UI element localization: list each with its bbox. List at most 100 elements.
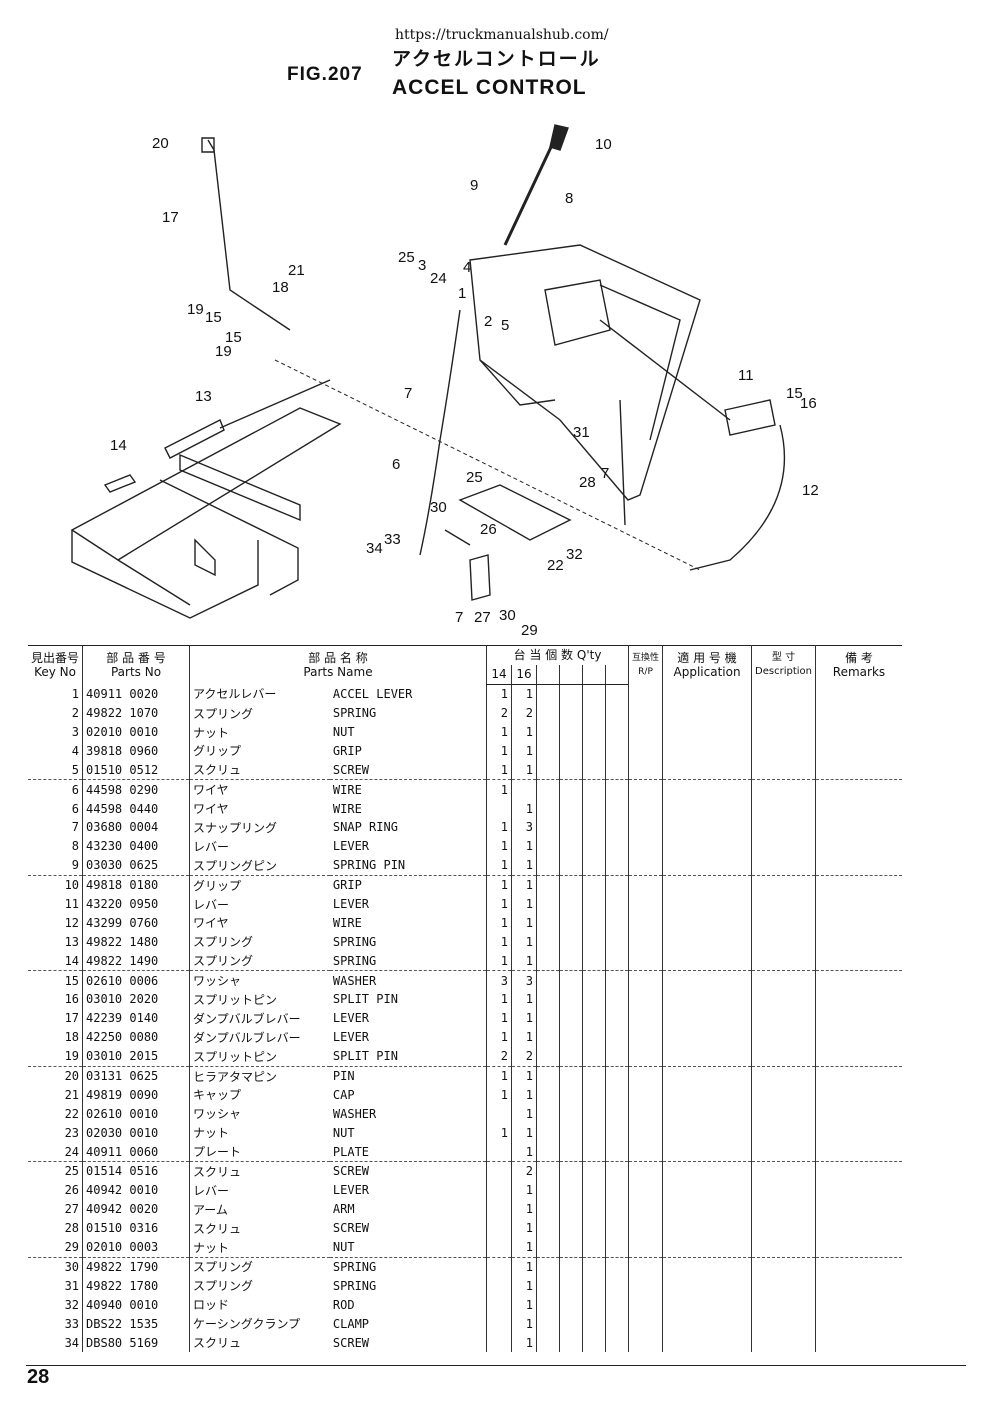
cell-key: 19 (28, 1046, 83, 1067)
cell-empty (605, 1104, 629, 1124)
cell-q14 (486, 1276, 512, 1296)
col-qty: 台 当 個 数 Q'ty (486, 645, 629, 665)
source-url: https://truckmanualshub.com/ (395, 27, 609, 43)
cell-empty (536, 799, 560, 819)
cell-empty (605, 894, 629, 914)
cell-empty (536, 818, 560, 837)
cell-q16: 1 (511, 1142, 537, 1163)
cell-empty (628, 1008, 663, 1028)
callout: 5 (501, 317, 509, 334)
cell-q16: 1 (511, 855, 537, 876)
cell-en: LEVER (332, 1030, 370, 1045)
cell-empty (751, 913, 816, 933)
cell-part: 49822 1490 (82, 951, 190, 972)
cell-empty (751, 779, 816, 800)
cell-key: 7 (71, 820, 80, 835)
cell-jp: ワッシャ (189, 970, 330, 991)
cell-empty (751, 932, 816, 952)
callout: 13 (195, 388, 212, 405)
cell-q14 (486, 799, 512, 819)
cell-empty (662, 855, 752, 876)
cell-jp: ナット (189, 1123, 330, 1143)
callout: 25 (466, 469, 483, 486)
cell-jp: スプリング (189, 951, 330, 972)
cell-empty (536, 932, 560, 952)
cell-key: 13 (64, 934, 80, 949)
cell-empty (559, 741, 583, 761)
cell-en: WIRE (332, 915, 362, 930)
callout: 26 (480, 521, 497, 538)
cell-empty (814, 703, 902, 723)
cell-q14: 1 (486, 722, 512, 742)
cell-empty (582, 703, 606, 723)
cell-empty (751, 855, 816, 876)
cell-q14: 1 (486, 684, 512, 704)
cell-empty (582, 1066, 606, 1086)
cell-empty (628, 932, 663, 952)
cell-q16: 1 (511, 1008, 537, 1028)
cell-jp: ロッド (189, 1295, 330, 1315)
callout: 15 (786, 385, 803, 402)
cell-q14: 1 (486, 951, 512, 972)
cell-q14: 1 (486, 779, 512, 800)
cell-empty (582, 1085, 606, 1105)
cell-q14: 1 (486, 894, 512, 914)
cell-empty (814, 779, 902, 800)
cell-key: 20 (64, 1069, 80, 1084)
cell-empty (605, 722, 629, 742)
cell-en: ARM (332, 1202, 355, 1217)
cell-empty (536, 1314, 560, 1334)
cell-jp: ケーシングクランプ (189, 1314, 330, 1334)
cell-empty (536, 1066, 560, 1086)
cell-empty (751, 684, 816, 704)
cell-empty (814, 990, 902, 1009)
page-number: 28 (27, 1366, 50, 1388)
cell-empty (628, 1142, 663, 1163)
cell-empty (536, 760, 560, 781)
cell-empty (582, 1199, 606, 1219)
cell-empty (582, 932, 606, 952)
cell-en: WIRE (332, 782, 362, 797)
cell-en: NUT (332, 1125, 355, 1140)
grip-10 (549, 124, 569, 151)
cell-key: 2 (71, 706, 80, 721)
cell-q16: 3 (511, 970, 537, 991)
cell-empty (628, 894, 663, 914)
cell-empty (751, 970, 816, 991)
parts-diagram: 20 17 21 18 19 15 15 19 13 14 25 3 24 4 … (70, 124, 819, 639)
cell-jp: ワッシャ (189, 1104, 330, 1124)
cell-key: 32 (64, 1297, 80, 1312)
cell-key: 16 (64, 992, 80, 1007)
cell-empty (662, 1218, 752, 1238)
cell-empty (628, 1123, 663, 1143)
cell-empty (559, 722, 583, 742)
cell-jp: スプリング (189, 932, 330, 952)
cell-empty (662, 970, 752, 991)
cell-empty (536, 951, 560, 972)
cell-empty (605, 779, 629, 800)
cell-en: WIRE (332, 801, 362, 816)
cell-empty (582, 684, 606, 704)
callout: 3 (418, 257, 426, 274)
cell-empty (536, 722, 560, 742)
cell-key: 29 (28, 1237, 83, 1258)
callout: 4 (463, 259, 471, 276)
cell-empty (662, 1027, 752, 1047)
cell-empty (559, 951, 583, 972)
title-english: ACCEL CONTROL (392, 76, 587, 99)
callout: 33 (384, 531, 401, 548)
cell-empty (751, 1066, 816, 1086)
cell-en: SCREW (332, 1335, 370, 1350)
cell-empty (628, 913, 663, 933)
cell-empty (814, 1142, 902, 1163)
cell-key: 12 (64, 915, 80, 930)
cell-part: 40911 0060 (82, 1142, 190, 1163)
cell-empty (814, 855, 902, 876)
